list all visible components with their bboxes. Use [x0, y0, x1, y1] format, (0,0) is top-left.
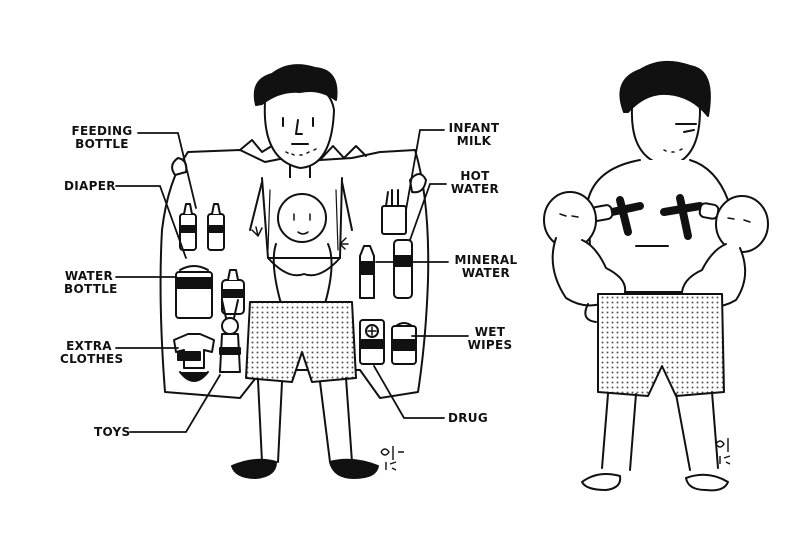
carried-baby-head — [277, 193, 327, 243]
label-line: MILK — [456, 134, 492, 148]
label-diaper: DIAPER — [64, 180, 116, 193]
infant-milk-icon — [381, 189, 407, 235]
label-line: WET — [474, 325, 506, 339]
label-line: BOTTLE — [64, 282, 118, 296]
label-line: HOT — [460, 169, 490, 183]
label-line: CLOTHES — [60, 352, 124, 366]
feeding-bottle-icon — [179, 203, 225, 251]
right-flip-flop — [329, 458, 379, 479]
label-line: DRUG — [448, 411, 488, 425]
label-toys: TOYS — [94, 426, 131, 439]
left-father-hair — [253, 64, 338, 106]
left-father-figure — [159, 64, 430, 479]
toy-bunny-icon — [219, 299, 241, 373]
right-father-figure — [543, 60, 769, 492]
label-feeding-bottle: FEEDING BOTTLE — [68, 125, 136, 151]
extra-clothes-icon — [173, 333, 215, 382]
right-father-hair — [619, 60, 711, 117]
label-line: EXTRA — [66, 339, 112, 353]
signature-right — [715, 438, 731, 465]
label-wet-wipes: WET WIPES — [466, 326, 514, 352]
label-line: MINERAL — [454, 253, 518, 267]
label-line: WATER — [461, 266, 511, 280]
diaper-icon — [175, 265, 213, 319]
water-bottle-icon — [221, 269, 245, 315]
left-father-shorts — [245, 301, 357, 383]
label-drug: DRUG — [448, 412, 488, 425]
wet-wipes-icon — [391, 322, 417, 365]
drug-box-icon — [359, 319, 385, 365]
label-water-bottle: WATER BOTTLE — [64, 269, 118, 296]
label-line: WATER — [450, 182, 500, 196]
label-infant-milk: INFANT MILK — [446, 122, 502, 148]
label-line: DIAPER — [64, 179, 116, 193]
label-hot-water: HOT WATER — [448, 170, 502, 196]
label-mineral-water: MINERAL WATER — [450, 254, 522, 280]
leader-lines — [115, 129, 469, 433]
left-flip-flop — [231, 458, 277, 479]
mineral-water-icon — [359, 245, 375, 299]
label-line: WIPES — [467, 338, 513, 352]
signature-left — [380, 446, 404, 471]
label-extra-clothes: EXTRA CLOTHES — [60, 339, 124, 366]
label-line: INFANT — [448, 121, 500, 135]
label-line: FEEDING — [71, 124, 133, 138]
label-line: BOTTLE — [75, 137, 129, 151]
label-line: TOYS — [94, 425, 131, 439]
right-father-shorts — [597, 293, 725, 397]
hot-water-icon — [393, 239, 413, 299]
label-line: WATER — [64, 269, 114, 283]
